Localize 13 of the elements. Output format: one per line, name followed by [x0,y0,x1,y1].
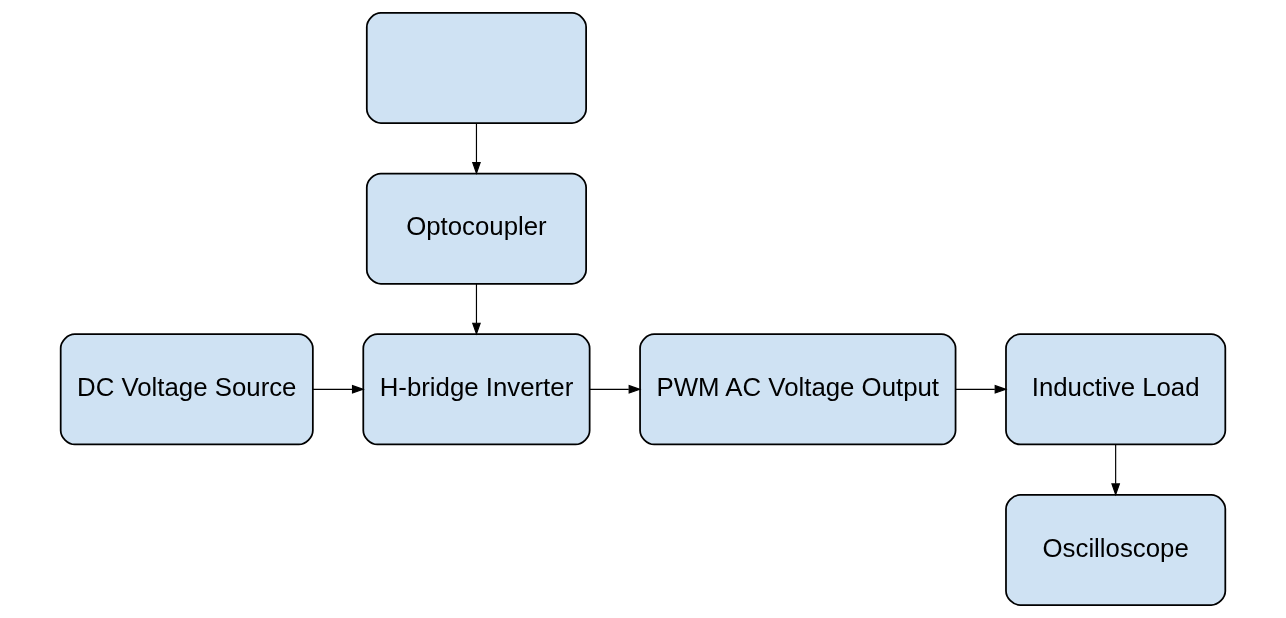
arrow [589,384,642,394]
node-box: PWM AC Voltage Output [639,333,957,446]
node-box: Oscilloscope [1005,494,1227,606]
node-box [365,11,587,124]
arrow [955,384,1008,394]
node-box: Inductive Load [1005,333,1227,446]
arrow [471,122,481,175]
arrow [471,283,481,336]
arrow [1111,443,1121,497]
node-box: DC Voltage Source [59,333,314,446]
node-box: Optocoupler [365,172,587,285]
node-box: H-bridge Inverter [362,333,591,446]
arrow [312,384,365,394]
